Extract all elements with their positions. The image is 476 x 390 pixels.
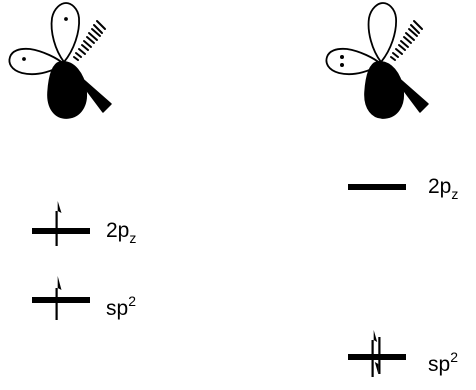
left-sp2-label-base: sp bbox=[106, 297, 129, 320]
right-hashed-wedge bbox=[390, 20, 423, 61]
right-sp2-label-superscript: 2 bbox=[450, 349, 458, 365]
right-2pz-level-bar bbox=[348, 184, 406, 190]
left-sp2-label-superscript: 2 bbox=[128, 293, 136, 309]
right-sp2-electron-down-arrow bbox=[374, 337, 381, 374]
left-sp2-label: sp2 bbox=[106, 294, 136, 319]
left-upper-lobe-electron bbox=[64, 17, 68, 21]
left-sp2-lobe-electron bbox=[22, 57, 26, 61]
left-lower-p-lobe bbox=[47, 61, 88, 119]
right-lone-pair-electron-1 bbox=[340, 55, 344, 59]
left-sp2-level-bar bbox=[32, 297, 90, 303]
left-2pz-label-subscript: z bbox=[129, 230, 137, 246]
right-orbital-sketch-icon bbox=[325, 2, 429, 119]
right-lower-p-lobe bbox=[364, 61, 405, 119]
left-2pz-level-bar bbox=[32, 228, 90, 234]
right-energy-levels bbox=[348, 184, 406, 377]
left-2pz-electron-up-arrow bbox=[55, 201, 62, 246]
right-lone-pair-electron-2 bbox=[340, 63, 344, 67]
right-sp2-label: sp2 bbox=[428, 350, 458, 375]
right-upper-p-lobe bbox=[367, 2, 397, 63]
left-sp2-lobe bbox=[8, 47, 65, 76]
left-upper-p-lobe bbox=[50, 2, 80, 63]
right-sp2-level-bar bbox=[348, 354, 406, 360]
right-sp2-lobe bbox=[325, 47, 382, 76]
left-hashed-wedge bbox=[73, 20, 106, 61]
left-2pz-label-base: 2p bbox=[106, 219, 130, 242]
right-2pz-label-subscript: z bbox=[451, 186, 459, 202]
right-sp2-label-base: sp bbox=[428, 353, 451, 376]
right-2pz-label-base: 2p bbox=[428, 175, 452, 198]
left-energy-levels bbox=[32, 201, 90, 320]
left-orbital-sketch-icon bbox=[8, 2, 112, 119]
right-sp2-electron-up-arrow bbox=[371, 330, 378, 377]
left-sp2-electron-up-arrow bbox=[55, 276, 62, 320]
right-2pz-label: 2pz bbox=[428, 176, 458, 201]
left-2pz-label: 2pz bbox=[106, 220, 136, 245]
